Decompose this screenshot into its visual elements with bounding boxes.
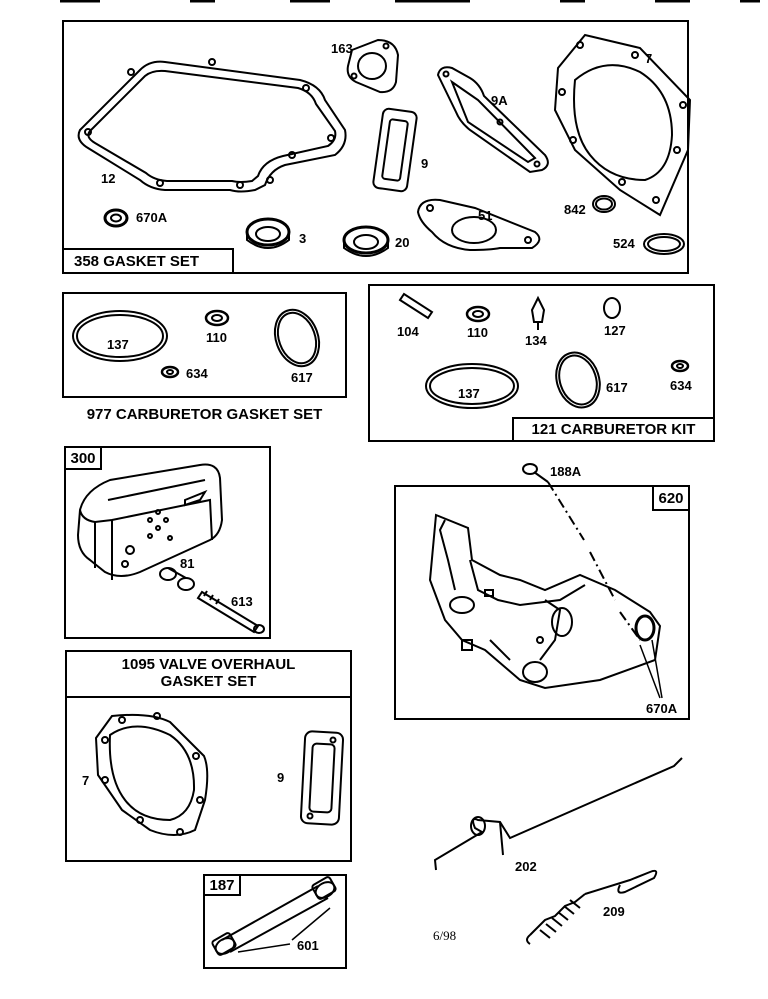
leader-601 — [237, 907, 331, 953]
oil-seal-3 — [245, 217, 291, 249]
seal-670a — [103, 208, 129, 228]
part-label-601: 601 — [297, 938, 319, 953]
tube-frame — [203, 874, 347, 969]
part-label-3: 3 — [299, 231, 307, 246]
ring-842 — [592, 195, 616, 213]
intake-gasket-51 — [416, 198, 541, 252]
part-label-137-kit: 137 — [458, 386, 480, 401]
gasket-set-caption: 358 GASKET SET — [62, 248, 234, 274]
part-label-634-kit: 634 — [670, 378, 692, 393]
part-label-188a: 188A — [550, 464, 582, 479]
o-ring-137-set — [72, 310, 168, 362]
washer-110-kit — [465, 305, 491, 323]
ring-524 — [643, 233, 685, 255]
pin-104 — [398, 292, 434, 320]
ring-617-set — [273, 308, 321, 368]
part-label-7-valve: 7 — [82, 773, 90, 788]
part-label-617-set: 617 — [291, 370, 313, 385]
carb-kit-caption: 121 CARBURETOR KIT — [512, 417, 715, 442]
part-label-202: 202 — [515, 859, 537, 874]
part-label-9a: 9A — [491, 93, 508, 108]
bracket-tag: 620 — [652, 485, 690, 511]
part-label-842: 842 — [564, 202, 586, 217]
ring-617-kit — [555, 351, 601, 409]
valve-overhaul-caption-line1: 1095 VALVE OVERHAUL — [121, 656, 296, 673]
part-label-163: 163 — [331, 41, 353, 56]
tube-tag: 187 — [203, 874, 241, 896]
part-label-9: 9 — [421, 156, 429, 171]
head-gasket-7-valve — [94, 712, 209, 836]
part-label-634-set: 634 — [186, 366, 208, 381]
muffler-tag: 300 — [64, 446, 102, 470]
part-label-670a-bracket: 670A — [646, 701, 678, 716]
o-ring-137-kit — [425, 363, 519, 409]
leader-670a — [639, 639, 663, 699]
part-label-81: 81 — [180, 556, 195, 571]
gasket-9a — [436, 66, 549, 174]
governor-link-202 — [433, 757, 683, 871]
footer-date: 6/98 — [433, 928, 457, 943]
part-label-104: 104 — [397, 324, 419, 339]
seal-634-set — [160, 365, 180, 379]
muffler-300 — [76, 463, 224, 580]
valve-overhaul-caption-line2: GASKET SET — [160, 673, 257, 690]
gasket-9 — [372, 107, 418, 193]
spring-209 — [526, 869, 658, 945]
tube-187 — [211, 876, 337, 956]
part-label-127: 127 — [604, 323, 626, 338]
gasket-163 — [346, 38, 400, 94]
oil-seal-20 — [342, 225, 390, 257]
part-label-137-set: 137 — [107, 337, 129, 352]
carb-gasket-set-caption: 977 CARBURETOR GASKET SET — [62, 396, 347, 431]
gasket-set-frame — [62, 20, 689, 274]
nut-634-kit — [670, 359, 690, 373]
valve-overhaul-caption: 1095 VALVE OVERHAUL GASKET SET — [65, 650, 352, 698]
part-label-617-kit: 617 — [606, 380, 628, 395]
part-label-613: 613 — [231, 594, 253, 609]
needle-134 — [530, 295, 546, 330]
cylinder-head-gasket-7 — [553, 33, 692, 217]
part-label-110-kit: 110 — [467, 325, 488, 340]
valve-cover-gasket-9 — [299, 730, 345, 826]
washer-110-set — [204, 309, 230, 327]
part-label-134: 134 — [525, 333, 547, 348]
bracket-frame — [394, 485, 690, 720]
part-label-209: 209 — [603, 904, 625, 919]
part-label-20: 20 — [395, 235, 410, 250]
bolt-613 — [196, 590, 265, 634]
gasket-81 — [159, 567, 195, 591]
crankcase-gasket-12 — [77, 58, 347, 193]
muffler-frame — [64, 446, 271, 639]
part-label-9-valve: 9 — [277, 770, 285, 785]
part-label-7: 7 — [645, 51, 653, 66]
part-label-51: 51 — [478, 208, 493, 223]
part-label-12: 12 — [101, 171, 116, 186]
control-bracket-620 — [428, 513, 662, 690]
part-label-524: 524 — [613, 236, 635, 251]
part-label-110-set: 110 — [206, 330, 227, 345]
valve-overhaul-frame — [65, 650, 352, 862]
part-label-670a: 670A — [136, 210, 168, 225]
ring-127 — [603, 297, 621, 319]
